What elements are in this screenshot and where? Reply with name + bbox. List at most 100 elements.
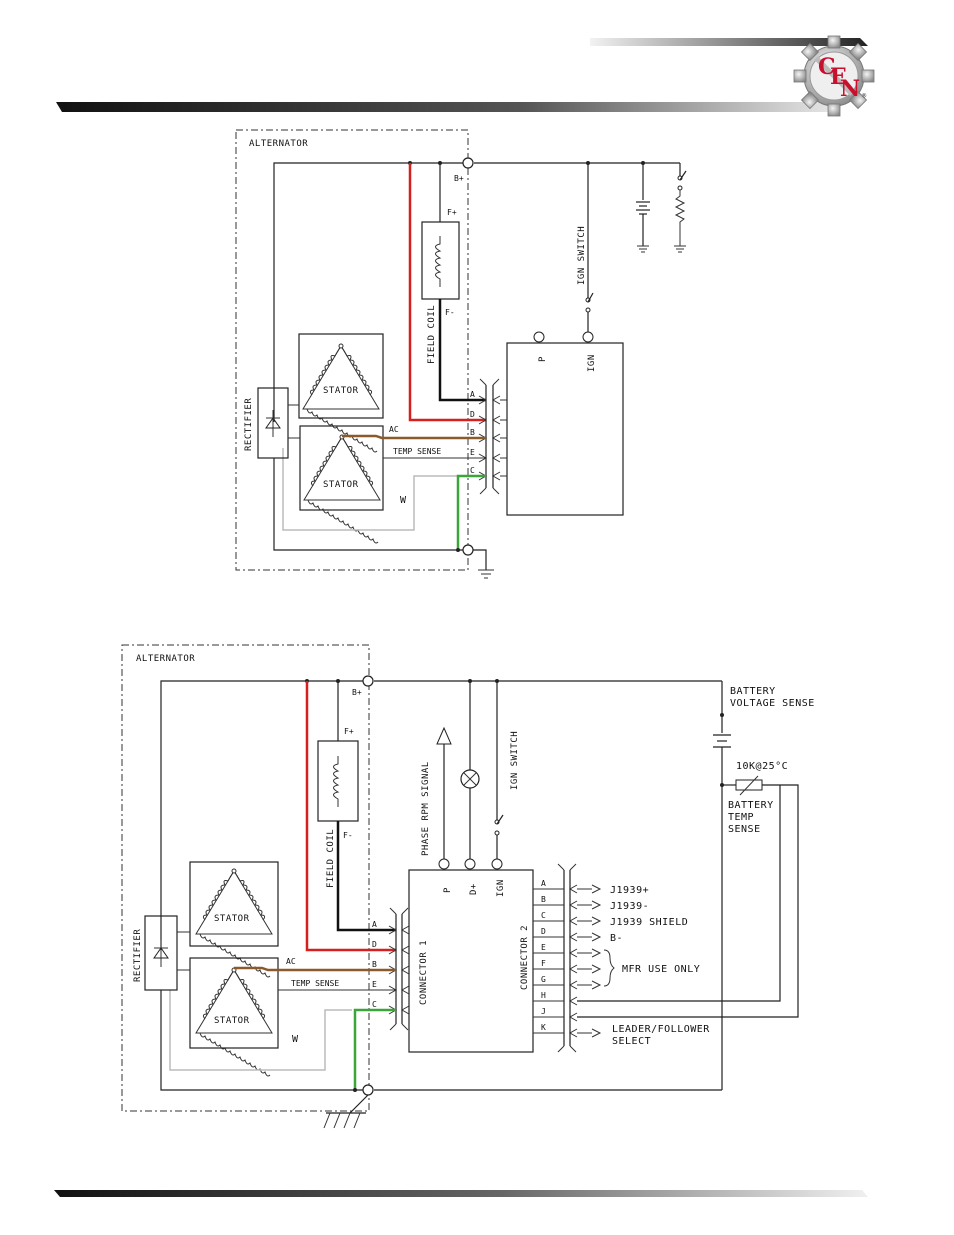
c1-pin-d: D <box>372 940 377 949</box>
temp-sense-label: TEMP SENSE <box>393 447 441 456</box>
cen-logo: C E N ® <box>793 35 875 117</box>
c1-pin-a: A <box>372 920 377 929</box>
wire-brown-ac <box>342 434 486 440</box>
diode-icon-2 <box>153 940 169 967</box>
logo-letter-c: C <box>818 54 836 80</box>
field-coil-label-2: FIELD COIL <box>326 829 336 888</box>
wire-red-b-plus <box>408 163 486 422</box>
f-minus-label: F- <box>445 308 455 317</box>
c2-pin-e: E <box>541 943 546 952</box>
diagram-2: ALTERNATOR B+ F+ F- FIELD COIL PHASE RPM… <box>121 644 814 1129</box>
connector-1-label: CONNECTOR 1 <box>419 940 429 1005</box>
b-plus-label-2: B+ <box>352 688 362 697</box>
diode-icon <box>265 410 281 437</box>
wire-green-ground <box>456 474 486 550</box>
pin-c-label: C <box>470 466 475 475</box>
ground-return-wire <box>273 458 463 551</box>
wire-gray-w-2 <box>169 990 352 1071</box>
battery-temp-1: BATTERY <box>728 800 774 811</box>
load-switch-icon <box>674 163 687 253</box>
p-label-2: P <box>443 887 453 893</box>
connector-2-label: CONNECTOR 2 <box>520 925 530 990</box>
thermistor-icon <box>735 775 763 796</box>
temp-sense-label-2: TEMP SENSE <box>291 979 339 988</box>
b-plus-terminal-2 <box>362 675 374 687</box>
header-bar-left <box>56 102 838 112</box>
p-terminal <box>533 331 545 343</box>
stator-top-label-2: STATOR <box>214 914 250 924</box>
thermistor-label: 10K@25°C <box>736 761 788 772</box>
d-plus-label: D+ <box>469 883 479 895</box>
header-bar-right <box>590 38 868 46</box>
stator-top-label: STATOR <box>323 386 359 396</box>
battery-temp-2: TEMP <box>728 812 754 823</box>
c2-pin-g: G <box>541 975 546 984</box>
mfr-brace <box>603 949 615 987</box>
c1-pin-b: B <box>372 960 377 969</box>
d-plus-terminal <box>464 858 476 870</box>
b-plus-terminal <box>462 157 474 169</box>
footer-bar <box>54 1190 868 1197</box>
b-plus-label: B+ <box>454 174 464 183</box>
wire-brown-ac-2 <box>234 966 396 972</box>
ground-terminal-2 <box>362 1084 374 1096</box>
c2-pin-h: H <box>541 991 546 1000</box>
field-coil-box-2 <box>317 740 359 822</box>
wire-red-b-plus-2 <box>305 681 396 952</box>
ground-icon <box>473 549 494 579</box>
out-j1939-shield: J1939 SHIELD <box>610 917 688 928</box>
logo-letter-e: E <box>830 64 847 90</box>
chassis-ground-icon <box>323 1094 369 1129</box>
c1-pin-c: C <box>372 1000 377 1009</box>
alternator-label: ALTERNATOR <box>249 139 308 149</box>
rectifier-positive-wire-2 <box>160 680 363 950</box>
stator-box-bottom-2 <box>189 957 279 1049</box>
f-plus-label: F+ <box>447 208 457 217</box>
ign-switch-icon-2 <box>494 814 504 859</box>
w-label: W <box>400 495 407 506</box>
diagram-1: ALTERNATOR B+ <box>235 129 687 579</box>
c1-pin-e: E <box>372 980 377 989</box>
ign-terminal <box>582 331 594 343</box>
ign-switch-label: IGN SWITCH <box>577 226 587 285</box>
alternator-label-2: ALTERNATOR <box>136 654 195 664</box>
c2-pin-j: J <box>541 1007 546 1016</box>
rectifier-box <box>257 387 289 459</box>
logo-letter-n: N <box>840 76 860 102</box>
battery-voltage-sense-1: BATTERY <box>730 686 776 697</box>
field-coil-label: FIELD COIL <box>427 305 437 364</box>
warning-lamp-icon <box>460 769 480 789</box>
battery-temp-3: SENSE <box>728 824 761 835</box>
pin-b-label: B <box>470 428 475 437</box>
rectifier-label-2: RECTIFIER <box>133 929 143 982</box>
rectifier-positive-wire <box>273 162 463 422</box>
ign-label-2: IGN <box>496 879 506 897</box>
logo-registered-mark: ® <box>862 92 867 100</box>
p-label: P <box>538 356 548 362</box>
battery-icon <box>636 163 650 253</box>
ac-label: AC <box>389 425 399 434</box>
field-coil-icon-2 <box>333 755 339 808</box>
stator-box-top <box>298 333 384 419</box>
f-plus-label-2: F+ <box>344 727 354 736</box>
wire-green-ground-2 <box>353 1008 396 1090</box>
c2-pin-f: F <box>541 959 546 968</box>
c2-pin-b: B <box>541 895 546 904</box>
c2-pin-k: K <box>541 1023 546 1032</box>
c2-pin-a: A <box>541 879 546 888</box>
f-minus-label-2: F- <box>343 831 353 840</box>
w-label-2: W <box>292 1034 299 1045</box>
ground-return-wire-2 <box>160 990 363 1091</box>
pin-d-label: D <box>470 410 475 419</box>
ign-terminal-2 <box>491 858 503 870</box>
out-b-minus: B- <box>610 933 623 944</box>
wire-black-field <box>438 299 486 402</box>
phase-rpm-signal-label: PHASE RPM SIGNAL <box>421 761 431 856</box>
gear-icon <box>793 35 875 117</box>
ign-switch-icon <box>585 292 594 335</box>
connector-1-2 <box>388 907 410 1031</box>
pin-e-label: E <box>470 448 475 457</box>
p-terminal-2 <box>438 858 450 870</box>
out-select: SELECT <box>612 1036 651 1047</box>
out-leader-follower: LEADER/FOLLOWER <box>612 1024 710 1035</box>
